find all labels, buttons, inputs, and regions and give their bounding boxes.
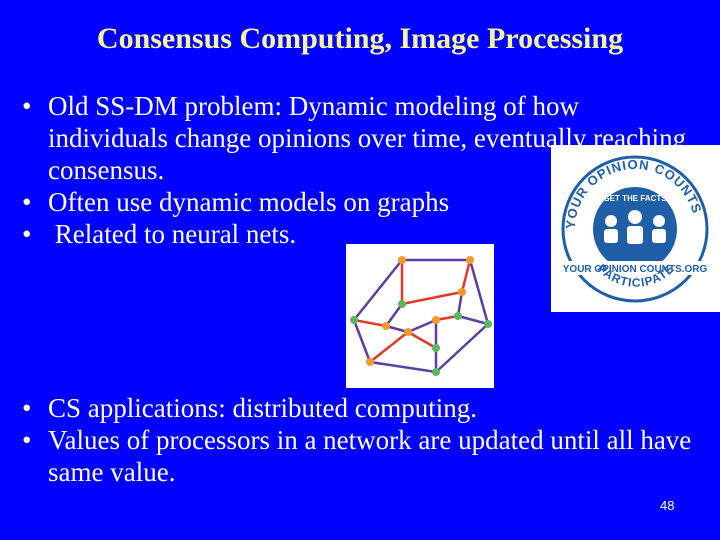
graph-edge xyxy=(368,330,410,364)
people-group-icon xyxy=(604,210,666,244)
graph-edge xyxy=(460,258,472,294)
bullet-item: • Often use dynamic models on graphs xyxy=(22,186,692,218)
bullet-glyph: • xyxy=(22,91,32,121)
graph-edge xyxy=(352,318,388,328)
graph-edge xyxy=(352,318,372,364)
bullet-item: • Values of processors in a network are u… xyxy=(22,424,702,488)
dodecahedral-graph-icon xyxy=(350,256,492,376)
bullet-list-top: •Old SS-DM problem: Dynamic modeling of … xyxy=(22,90,692,250)
opinion-logo-icon: YOUR OPINION COUNTS GET THE FACTS YOUR O… xyxy=(551,155,720,303)
your-opinion-counts-logo: YOUR OPINION COUNTS GET THE FACTS YOUR O… xyxy=(551,145,720,312)
graph-edge xyxy=(352,258,404,322)
bullet-item: • CS applications: distributed computing. xyxy=(22,392,702,424)
bullet-text: Often use dynamic models on graphs xyxy=(48,187,450,217)
graph-edge xyxy=(456,314,490,326)
graph-node xyxy=(466,256,474,264)
graph-node xyxy=(398,256,406,264)
graph-node xyxy=(484,320,492,328)
bullet-glyph: • xyxy=(22,393,32,423)
graph-edge xyxy=(384,302,404,328)
graph-edge xyxy=(400,290,464,306)
graph-image xyxy=(346,244,494,388)
bullet-item: • Related to neural nets. xyxy=(22,218,692,250)
graph-node xyxy=(398,300,406,308)
bullet-text: Values of processors in a network are up… xyxy=(48,425,692,487)
slide-title: Consensus Computing, Image Processing xyxy=(96,22,624,55)
graph-edge xyxy=(434,322,490,374)
bullet-glyph: • xyxy=(22,187,32,217)
page-number: 48 xyxy=(660,498,675,513)
bullet-glyph: • xyxy=(22,425,32,455)
bullet-glyph: • xyxy=(22,219,32,249)
graph-edge xyxy=(406,330,438,350)
graph-edge xyxy=(368,360,438,374)
graph-edge xyxy=(468,258,490,326)
logo-badge-text: GET THE FACTS xyxy=(603,194,667,203)
graph-node xyxy=(432,344,440,352)
graph-edge xyxy=(406,318,438,334)
graph-node xyxy=(404,328,412,336)
graph-node xyxy=(350,316,358,324)
graph-node xyxy=(454,312,462,320)
graph-node xyxy=(366,358,374,366)
bullet-text: Related to neural nets. xyxy=(48,219,297,249)
logo-url-text: YOUR OPINION COUNTS.ORG xyxy=(563,264,708,275)
graph-node xyxy=(382,322,390,330)
bullet-list-bottom: • CS applications: distributed computing.… xyxy=(22,392,702,488)
graph-edge xyxy=(456,290,464,318)
graph-node xyxy=(432,368,440,376)
graph-node xyxy=(432,316,440,324)
graph-node xyxy=(458,288,466,296)
bullet-text: CS applications: distributed computing. xyxy=(48,393,477,423)
